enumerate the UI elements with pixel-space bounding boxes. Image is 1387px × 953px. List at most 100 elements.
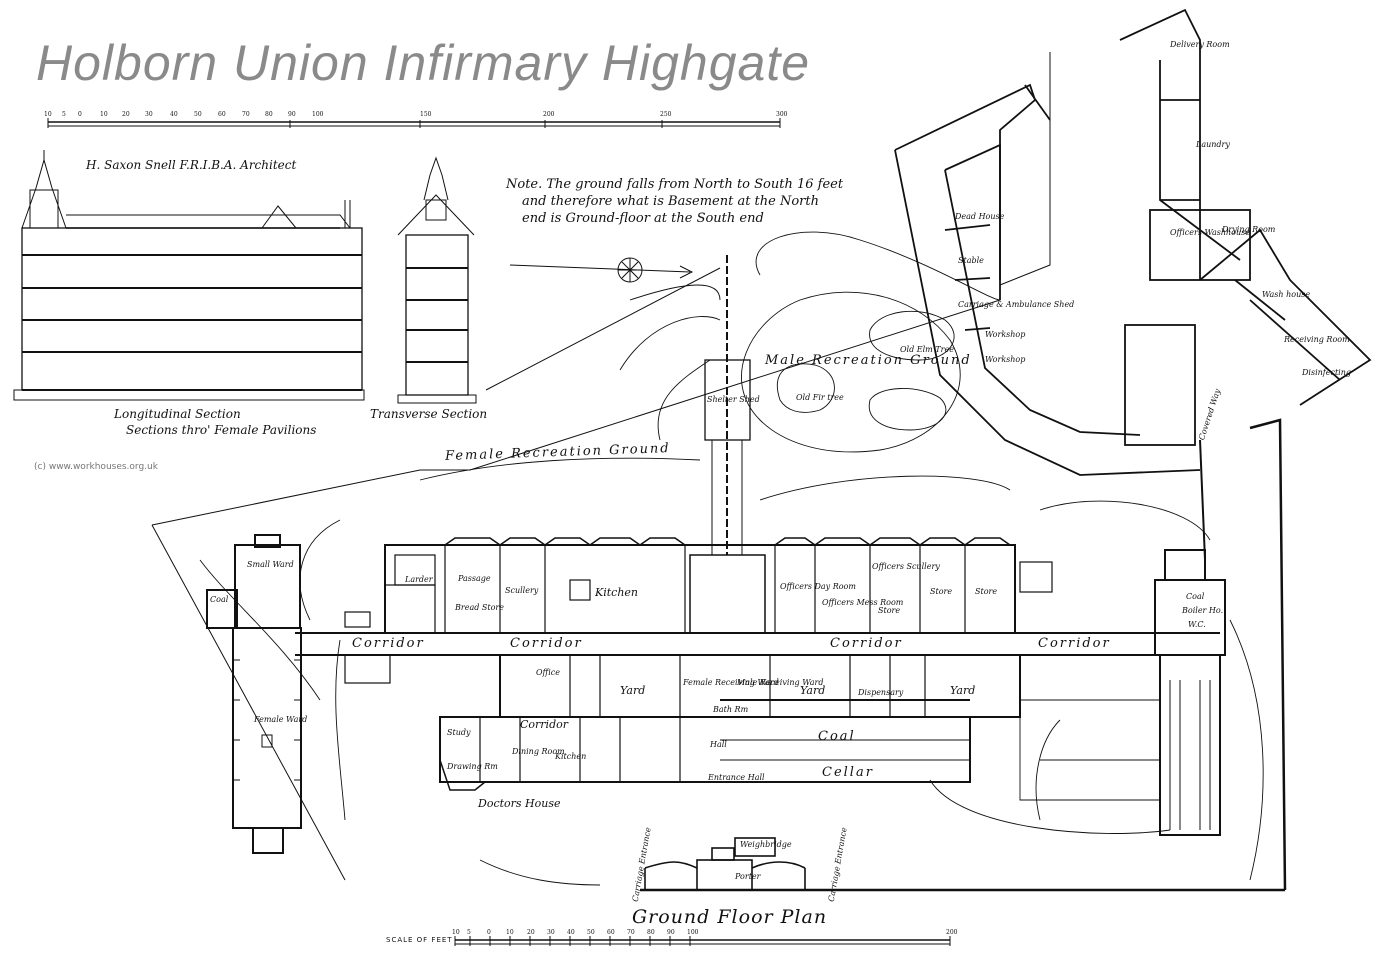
- label-shelter-shed: Shelter Shed: [707, 395, 760, 404]
- page-title: Holborn Union Infirmary Highgate: [36, 35, 811, 91]
- gate-lodge: [644, 837, 806, 891]
- label-boiler-east: Boiler Ho.: [1182, 606, 1224, 615]
- top-tick-6: 40: [170, 111, 178, 118]
- bottom-tick-3: 10: [506, 929, 514, 936]
- female-pavilion: [206, 534, 391, 854]
- label-yard-3: Yard: [950, 684, 976, 697]
- label-corridor-3: Corridor: [830, 636, 903, 651]
- top-tick-5: 30: [145, 111, 153, 118]
- label-yard-1: Yard: [620, 684, 646, 697]
- label-small-ward: Small Ward: [247, 560, 294, 569]
- label-coal: Coal: [818, 729, 856, 744]
- longitudinal-section-drawing: [13, 150, 365, 401]
- top-tick-1: 5: [62, 111, 66, 118]
- label-drying-room: Drying Room: [1222, 225, 1276, 234]
- label-corridor-4: Corridor: [1038, 636, 1111, 651]
- long-sec-line-1: Longitudinal Section: [114, 407, 241, 421]
- label-male-recreation-ground: Male Recreation Ground: [765, 353, 972, 368]
- label-kitchen-doctors: Kitchen: [555, 752, 587, 761]
- north-arrow-compass: [509, 257, 694, 283]
- bottom-tick-9: 70: [627, 929, 635, 936]
- bottom-tick-5: 30: [547, 929, 555, 936]
- plan-title: Ground Floor Plan: [632, 906, 828, 928]
- bottom-tick-10: 80: [647, 929, 655, 936]
- long-sec-line-2: Sections thro' Female Pavilions: [126, 423, 317, 437]
- label-store-3: Store: [975, 587, 998, 596]
- label-larder: Larder: [405, 575, 433, 584]
- label-stable: Stable: [958, 256, 984, 265]
- label-passage: Passage: [458, 574, 491, 583]
- top-tick-9: 70: [242, 111, 250, 118]
- transverse-section-caption: Transverse Section: [370, 407, 488, 421]
- longitudinal-section-caption: Longitudinal Section Sections thro' Fema…: [114, 406, 316, 438]
- top-scale-ticks: 10 5 0 10 20 30 40 50 60 70 80 90 100 15…: [44, 111, 788, 118]
- bottom-scale-ticks: 10 5 0 10 20 30 40 50 60 70 80 90 100 20…: [452, 929, 958, 936]
- top-tick-14: 200: [543, 111, 555, 118]
- top-tick-0: 10: [44, 111, 52, 118]
- bottom-tick-4: 20: [527, 929, 535, 936]
- top-tick-16: 300: [776, 111, 788, 118]
- label-dispensary: Dispensary: [858, 688, 904, 697]
- label-yard-2: Yard: [800, 684, 826, 697]
- shelter-shed: [704, 255, 751, 555]
- label-male-receiving-ward: Male Receiving Ward: [737, 678, 824, 687]
- label-porter: Porter: [735, 872, 761, 881]
- label-store-1: Store: [878, 606, 901, 615]
- top-tick-3: 10: [100, 111, 108, 118]
- label-wash-house: Wash house: [1262, 290, 1311, 299]
- label-dining-room: Dining Room: [512, 747, 565, 756]
- label-coals-east: Coal: [1186, 592, 1205, 601]
- label-weighbridge: Weighbridge: [740, 840, 792, 849]
- bottom-tick-7: 50: [587, 929, 595, 936]
- label-bath-room: Bath Rm: [713, 705, 749, 714]
- label-corridor-1: Corridor: [352, 636, 425, 651]
- note-line-2: and therefore what is Basement at the No…: [522, 194, 819, 209]
- bottom-tick-11: 90: [667, 929, 675, 936]
- note-line-3: end is Ground-floor at the South end: [522, 211, 764, 226]
- top-tick-12: 100: [312, 111, 324, 118]
- label-drawing-room: Drawing Rm: [447, 762, 498, 771]
- top-tick-7: 50: [194, 111, 202, 118]
- main-building: [295, 544, 1220, 783]
- bottom-scale-bar: [454, 936, 951, 946]
- label-cellar: Cellar: [822, 765, 874, 780]
- label-wc-east: W.C.: [1188, 620, 1206, 629]
- top-tick-8: 60: [218, 111, 226, 118]
- scale-of-feet-label: SCALE OF FEET: [386, 936, 453, 944]
- top-tick-4: 20: [122, 111, 130, 118]
- top-tick-10: 80: [265, 111, 273, 118]
- interior-partitions: [344, 545, 966, 782]
- label-doctors-house: Doctors House: [478, 797, 561, 810]
- label-workshop-1: Workshop: [985, 330, 1026, 339]
- bottom-tick-8: 60: [607, 929, 615, 936]
- label-officers-wash-house: Officers Washhouse: [1170, 228, 1250, 237]
- bottom-tick-2: 0: [487, 929, 491, 936]
- label-officers-scullery: Officers Scullery: [872, 562, 940, 571]
- label-delivery-room: Delivery Room: [1170, 40, 1230, 49]
- label-bread-store: Bread Store: [455, 603, 504, 612]
- top-tick-13: 150: [420, 111, 432, 118]
- label-store-2: Store: [930, 587, 953, 596]
- label-entrance-hall: Entrance Hall: [708, 773, 765, 782]
- bay-windows: [444, 537, 1011, 546]
- label-corridor-5: Corridor: [520, 718, 568, 731]
- label-disinfecting: Disinfecting: [1302, 368, 1352, 377]
- top-tick-15: 250: [660, 111, 672, 118]
- site-boundary: [151, 52, 1287, 892]
- gradient-note: Note. The ground falls from North to Sou…: [506, 176, 843, 227]
- label-laundry: Laundry: [1196, 140, 1230, 149]
- label-corridor-2: Corridor: [510, 636, 583, 651]
- bottom-tick-12: 100: [687, 929, 699, 936]
- east-pavilion: [1019, 549, 1226, 836]
- bottom-tick-6: 40: [567, 929, 575, 936]
- bottom-tick-13: 200: [946, 929, 958, 936]
- bottom-tick-1: 5: [467, 929, 471, 936]
- label-officers-mess-room: Officers Mess Room: [822, 598, 904, 607]
- label-old-fir-tree: Old Fir tree: [796, 393, 844, 402]
- label-office: Office: [536, 668, 560, 677]
- label-hall: Hall: [710, 740, 727, 749]
- bottom-tick-0: 10: [452, 929, 460, 936]
- label-scullery: Scullery: [505, 586, 539, 595]
- top-tick-11: 90: [288, 111, 296, 118]
